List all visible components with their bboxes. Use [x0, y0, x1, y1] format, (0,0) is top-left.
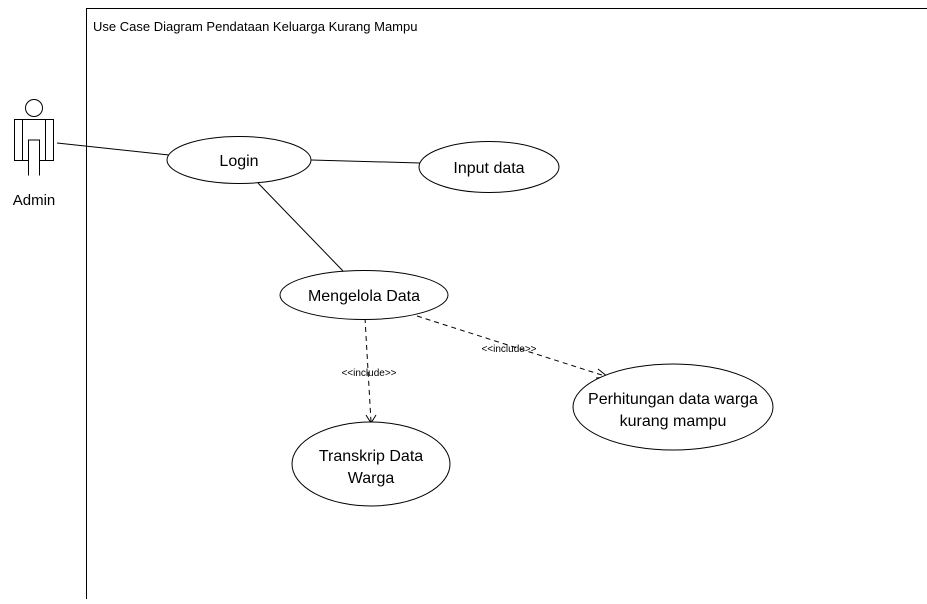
include-label-perhitungan: <<include>>	[481, 344, 536, 355]
system-boundary-frame	[87, 9, 927, 600]
include-to-transkrip[interactable]: <<include>>	[341, 318, 396, 423]
system-boundary[interactable]: Use Case Diagram Pendataan Keluarga Kura…	[87, 9, 927, 600]
association-login-mengelola-data[interactable]	[258, 183, 343, 271]
association-login-input-data[interactable]	[311, 160, 420, 163]
usecase-perhitungan-label-line2: kurang mampu	[620, 413, 727, 430]
actor-head	[26, 100, 43, 117]
usecase-transkrip-data-warga[interactable]: Transkrip Data Warga	[292, 422, 450, 506]
association-admin-login[interactable]	[57, 143, 169, 155]
actor-name: Admin	[13, 192, 56, 209]
usecase-transkrip-label-line2: Warga	[348, 470, 395, 487]
usecase-input-data-label: Input data	[453, 160, 524, 177]
usecase-perhitungan-label-line1: Perhitungan data warga	[588, 391, 758, 408]
actor-admin[interactable]: Admin	[13, 100, 56, 210]
system-title: Use Case Diagram Pendataan Keluarga Kura…	[93, 19, 417, 34]
usecase-mengelola-data-label: Mengelola Data	[308, 288, 420, 305]
usecase-transkrip-label-line1: Transkrip Data	[319, 448, 423, 465]
actor-left-arm	[15, 120, 23, 161]
usecase-login[interactable]: Login	[167, 137, 311, 184]
usecase-input-data[interactable]: Input data	[419, 142, 559, 193]
actor-body	[23, 120, 46, 161]
actor-right-arm	[46, 120, 54, 161]
include-to-perhitungan[interactable]: <<include>>	[417, 316, 608, 378]
usecase-login-label: Login	[219, 153, 258, 170]
include-label-transkrip: <<include>>	[341, 368, 396, 379]
usecase-perhitungan-data-warga[interactable]: Perhitungan data warga kurang mampu	[573, 364, 773, 450]
usecase-mengelola-data[interactable]: Mengelola Data	[280, 271, 448, 320]
